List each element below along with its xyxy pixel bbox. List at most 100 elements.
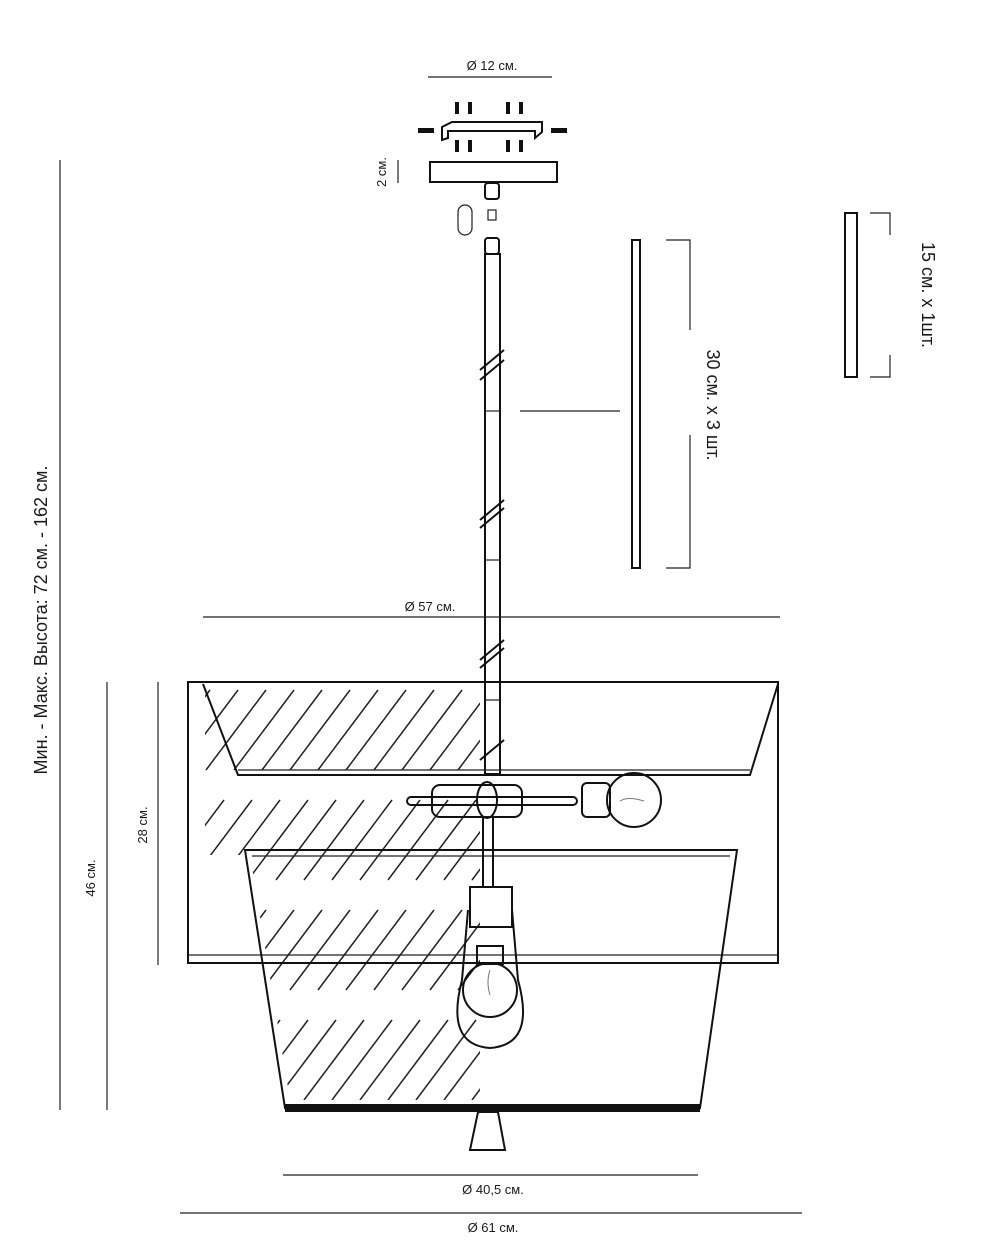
- hatch-line: [598, 690, 658, 770]
- long-rods-label: 30 см. x 3 шт.: [703, 349, 723, 460]
- hatch-line: [401, 689, 463, 771]
- hatch-line: [345, 689, 407, 771]
- hatch-line: [38, 910, 98, 990]
- lower-shade-diameter-label: Ø 40,5 см.: [462, 1182, 524, 1197]
- hatch-line: [556, 800, 616, 880]
- hatch-line: [486, 690, 546, 770]
- hatch-line: [275, 1019, 337, 1100]
- hatch-line: [373, 909, 435, 991]
- hatch-line: [205, 1019, 225, 1100]
- hatch-line: [471, 799, 480, 881]
- upper-shade-diameter-label: Ø 57 см.: [405, 599, 456, 614]
- hatch-line: [640, 800, 700, 880]
- canopy: Ø 12 см. 2 см.: [374, 58, 567, 255]
- overall-diameter-label: Ø 61 см.: [468, 1220, 519, 1235]
- hatch-line: [24, 1020, 84, 1100]
- hatch-line: [514, 690, 574, 770]
- hatch-line: [10, 910, 70, 990]
- hook-lower: [484, 237, 500, 255]
- hook: [484, 182, 500, 200]
- hatch-line: [66, 910, 126, 990]
- hatch-line: [429, 909, 480, 991]
- hatch-line: [205, 1019, 253, 1100]
- hatch-line: [275, 799, 337, 881]
- hatch-line: [528, 800, 588, 880]
- hatch-line: [528, 1020, 588, 1100]
- mounting-bracket: [441, 121, 543, 142]
- canopy-plate: [429, 161, 558, 183]
- hatch-line: [514, 910, 574, 990]
- hatch-line: [443, 1019, 480, 1100]
- hatch-line: [94, 910, 154, 990]
- lower-shade: [243, 849, 739, 1151]
- long-rod-callout: 30 см. x 3 шт.: [631, 239, 723, 569]
- hatch-line: [682, 690, 742, 770]
- hatch-line: [359, 1019, 421, 1100]
- hatch-line: [570, 910, 630, 990]
- lamp-body: [406, 781, 578, 928]
- hatch-line: [205, 799, 253, 881]
- hatch-line: [317, 689, 379, 771]
- hatch-line: [205, 689, 211, 771]
- hatch-line: [136, 1020, 196, 1100]
- hatch-line: [122, 910, 182, 990]
- hatch-line: [570, 690, 630, 770]
- hatch-line: [415, 1019, 477, 1100]
- hatch-line: [443, 799, 480, 881]
- hatch-line: [359, 799, 421, 881]
- hatch-line: [345, 909, 407, 991]
- glass-hatching: [0, 689, 798, 1100]
- hatch-line: [205, 799, 225, 881]
- hatch-line: [261, 689, 323, 771]
- hatch-line: [331, 799, 393, 881]
- hatch-line: [289, 689, 351, 771]
- hatch-line: [654, 690, 714, 770]
- hatch-line: [205, 909, 211, 991]
- hatch-line: [0, 1020, 28, 1100]
- hatch-line: [668, 800, 728, 880]
- hatch-line: [584, 800, 644, 880]
- canopy-diameter-label: Ø 12 см.: [467, 58, 518, 73]
- hatch-line: [261, 909, 323, 991]
- hatch-line: [626, 690, 686, 770]
- hatch-line: [387, 799, 449, 881]
- hatch-line: [415, 799, 477, 881]
- hatch-line: [289, 909, 351, 991]
- short-rod-callout: 15 см. x 1шт.: [844, 212, 938, 378]
- canopy-height-label: 2 см.: [374, 157, 389, 187]
- spare-link-icon: [457, 204, 473, 236]
- hatch-line: [80, 1020, 140, 1100]
- hatch-line: [0, 1020, 56, 1100]
- hatch-line: [108, 1020, 168, 1100]
- hatch-line: [387, 1019, 449, 1100]
- hatch-line: [471, 1019, 480, 1100]
- height-range-label: Мин. - Макс. Высота: 72 см. - 162 см.: [31, 466, 51, 775]
- total-shade-height-label: 46 см.: [83, 859, 98, 896]
- side-bulb-icon: [581, 772, 662, 828]
- hatch-line: [710, 690, 770, 770]
- hatch-line: [317, 909, 379, 991]
- upper-shade-height-label: 28 см.: [135, 806, 150, 843]
- hatch-line: [303, 1019, 365, 1100]
- hatch-line: [429, 689, 480, 771]
- hatch-line: [457, 909, 480, 991]
- hatch-line: [738, 690, 798, 770]
- hatch-line: [500, 1020, 560, 1100]
- hatch-line: [303, 799, 365, 881]
- hatch-line: [205, 689, 239, 771]
- hatch-line: [542, 910, 602, 990]
- lower-shade-base: [285, 1104, 700, 1112]
- stem: [479, 253, 620, 775]
- hatch-line: [247, 799, 309, 881]
- hatch-line: [401, 909, 463, 991]
- finial: [468, 1111, 507, 1151]
- hatch-line: [219, 799, 281, 881]
- hatch-line: [331, 1019, 393, 1100]
- hatch-line: [233, 689, 295, 771]
- chain-link: [487, 209, 497, 221]
- hatch-line: [205, 689, 267, 771]
- mounting-screws: [418, 102, 567, 152]
- hatch-line: [219, 1019, 281, 1100]
